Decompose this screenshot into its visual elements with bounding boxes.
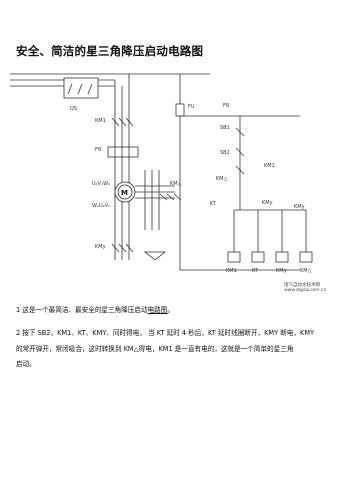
label-km1-main: KM1	[95, 118, 106, 124]
label-coil-km1: KM1	[226, 268, 237, 274]
paragraph-2-line-3: 启动。	[16, 360, 36, 368]
watermark-cn: 电气自动化技术网	[284, 283, 320, 288]
paragraph-2: 2 按下 SB2，KM1、KT、KMY、同时得电， 当 KT 延时 4 秒后，K…	[16, 326, 314, 373]
paragraph-1-text: 1 这是一个最简洁、最安全的星三角降压启动	[16, 306, 148, 314]
label-sb1: SB1	[220, 125, 230, 131]
label-sb2: SB2	[220, 150, 230, 156]
label-km-delta-main: KM△	[170, 181, 182, 187]
label-motor: M	[121, 189, 128, 197]
label-fr-control: FR	[223, 103, 230, 109]
label-coil-kt: KT	[252, 268, 259, 274]
paragraph-1-end: 。	[167, 306, 174, 314]
label-uvw1: U₁V₁W₁	[92, 181, 110, 187]
star-delta-circuit-diagram: QS KM1 FR U₁V₁W₁ W₂U₂V₂ KM△ KMy FU FR SB…	[10, 73, 313, 274]
label-fr-main: FR	[95, 147, 102, 153]
label-fu: FU	[188, 104, 195, 110]
label-coil-kmy: KMy	[276, 268, 287, 274]
paragraph-2-line-1: 2 按下 SB2，KM1、KT、KMY、同时得电， 当 KT 延时 4 秒后，K…	[16, 329, 315, 337]
label-uvw2: W₂U₂V₂	[92, 203, 110, 209]
watermark-url: www.dqjsw.com.cn	[284, 288, 327, 293]
label-km-delta-aux: KM△	[216, 176, 228, 182]
paragraph-1: 1 这是一个最简洁、最安全的星三角降压启动电路图。	[16, 303, 174, 319]
label-km1-aux: KM1	[264, 163, 275, 169]
label-coil-km-delta: KM△	[300, 268, 312, 274]
label-kmy-aux-1: KMy	[262, 200, 273, 206]
label-kmy-aux-2: KMy	[294, 204, 305, 210]
page-title: 安全、简洁的星三角降压启动电路图	[16, 44, 204, 58]
label-qs: QS	[70, 106, 77, 112]
label-kt-contact: KT	[210, 201, 217, 207]
paragraph-2-line-2: 的常开弹开，常闭吸合，这时转换到 KM△得电，KM1 是一直有电的，这就是一个简…	[16, 344, 294, 353]
label-kmy-main: KMy	[95, 244, 106, 250]
paragraph-1-link[interactable]: 电路图	[147, 306, 168, 314]
